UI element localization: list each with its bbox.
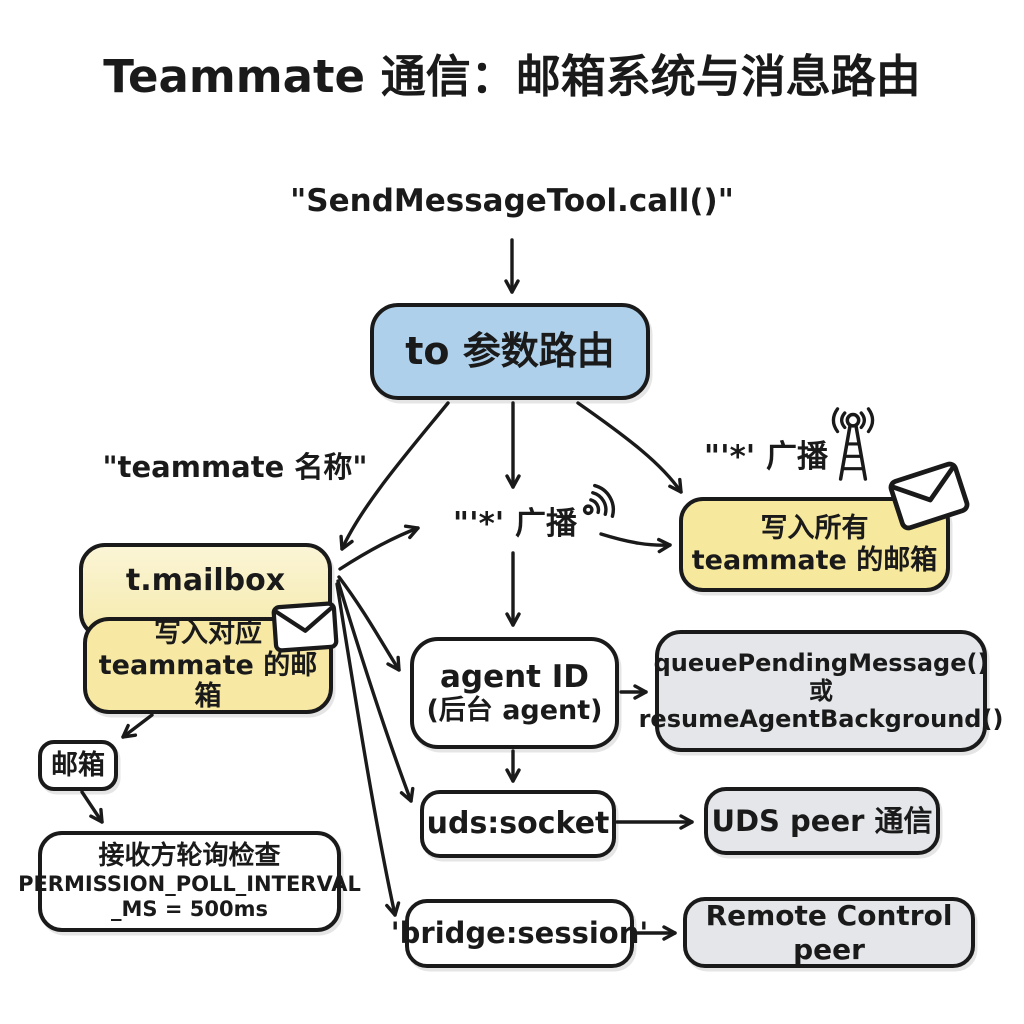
queue-resume-node: queuePendingMessage() 或 resumeAgentBackg… xyxy=(639,630,1003,752)
broadcast-tower-icon xyxy=(831,407,875,481)
envelope-icon xyxy=(888,461,970,531)
arrow-hub-to-uds xyxy=(336,579,415,803)
broadcast-right-label: "'*' 广播 xyxy=(703,439,829,475)
agent-id-line1: agent ID xyxy=(439,658,590,695)
send-call-label: "SendMessageTool.call()" xyxy=(290,183,734,219)
queue-line3: resumeAgentBackground() xyxy=(638,705,1004,734)
queue-line2: 或 xyxy=(809,676,833,705)
remote-peer-node: Remote Control peer xyxy=(683,897,975,968)
to-router-node: to 参数路由 xyxy=(370,303,650,400)
poll-line1: 接收方轮询检查 xyxy=(98,841,281,872)
page-title: Teammate 通信：邮箱系统与消息路由 xyxy=(103,50,921,103)
write-matching-line2: teammate 的邮箱 xyxy=(98,649,318,713)
write-all-line1: 写入所有 xyxy=(760,512,869,544)
arrow-hub-to-agent xyxy=(337,575,401,672)
poll-line3: _MS = 500ms xyxy=(111,896,268,921)
uds-peer-node: UDS peer 通信 xyxy=(704,787,940,855)
write-matching-line1: 写入对应 xyxy=(154,617,262,649)
write-matching-node: 写入对应 teammate 的邮箱 xyxy=(83,617,333,714)
write-all-line2: teammate 的邮箱 xyxy=(691,544,938,576)
arrow-writematching-to-mailbox xyxy=(121,713,154,739)
envelope-icon xyxy=(271,601,339,653)
bridge-session-node: 'bridge:session' xyxy=(391,899,648,968)
mailbox-node: 邮箱 xyxy=(38,740,118,791)
uds-socket-node: 'uds:socket' xyxy=(417,790,619,858)
wifi-signal-icon xyxy=(582,483,615,518)
arrow-broadcast-mid-to-write-all xyxy=(599,532,672,554)
queue-line1: queuePendingMessage() xyxy=(653,648,989,677)
agent-id-line2: (后台 agent) xyxy=(426,695,603,727)
arrow-hub-to-broadcast-mid xyxy=(338,524,420,571)
arrow-hub-to-bridge xyxy=(335,582,401,917)
poll-line2: PERMISSION_POLL_INTERVAL xyxy=(18,872,361,897)
teammate-name-label: "teammate 名称" xyxy=(102,450,368,484)
arrow-mailbox-to-poll xyxy=(80,790,104,824)
agent-id-node: agent ID (后台 agent) xyxy=(410,637,619,749)
broadcast-mid-label: "'*' 广播 xyxy=(452,506,578,542)
poll-check-node: 接收方轮询检查 PERMISSION_POLL_INTERVAL _MS = 5… xyxy=(18,831,361,932)
